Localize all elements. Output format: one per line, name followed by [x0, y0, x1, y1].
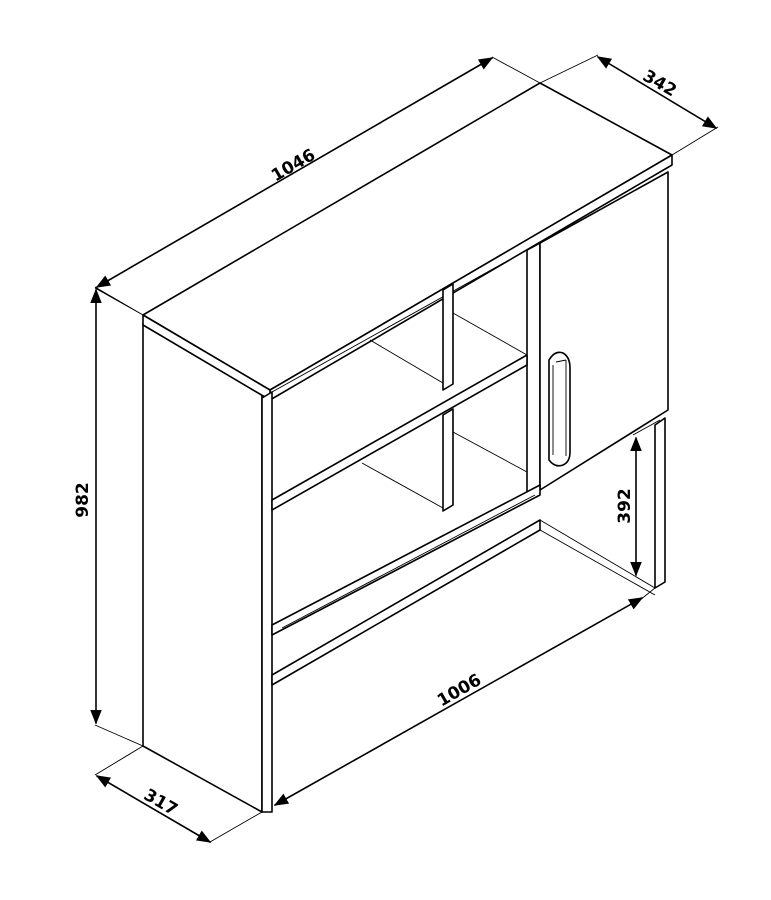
ext-lines	[94, 54, 719, 843]
dim-line-top-width	[95, 57, 494, 288]
front-left-post	[261, 391, 273, 813]
label-depth-top: 342	[639, 66, 680, 101]
back-right-post	[654, 417, 666, 589]
lower-divider	[442, 408, 454, 512]
dim-line-depth-bottom	[95, 775, 212, 843]
middle-shelf	[271, 354, 528, 511]
bottom-shelf-groove	[281, 494, 536, 629]
left-side-panel	[142, 322, 263, 813]
lower-divider-top	[452, 431, 528, 473]
upper-divider-side	[369, 339, 444, 384]
label-depth-bottom: 317	[140, 785, 181, 820]
lower-divider-side	[361, 462, 444, 509]
label-top-width: 1046	[268, 145, 319, 186]
base-rail	[271, 519, 541, 686]
lower-open-floor	[539, 529, 656, 596]
cabinet	[142, 82, 673, 813]
upper-divider	[442, 283, 454, 391]
dim-line-depth-top	[596, 56, 718, 129]
door-handle-inner	[552, 359, 567, 456]
middle-shelf-top	[452, 312, 528, 356]
label-leg-clearance: 392	[615, 488, 635, 524]
right-door	[539, 171, 669, 491]
label-bottom-width: 1006	[434, 670, 485, 711]
door-handle	[548, 351, 571, 467]
dim-line-bottom-width	[273, 597, 644, 806]
lower-open-back	[539, 519, 656, 589]
center-divider	[526, 242, 541, 498]
label-height: 982	[73, 482, 93, 518]
